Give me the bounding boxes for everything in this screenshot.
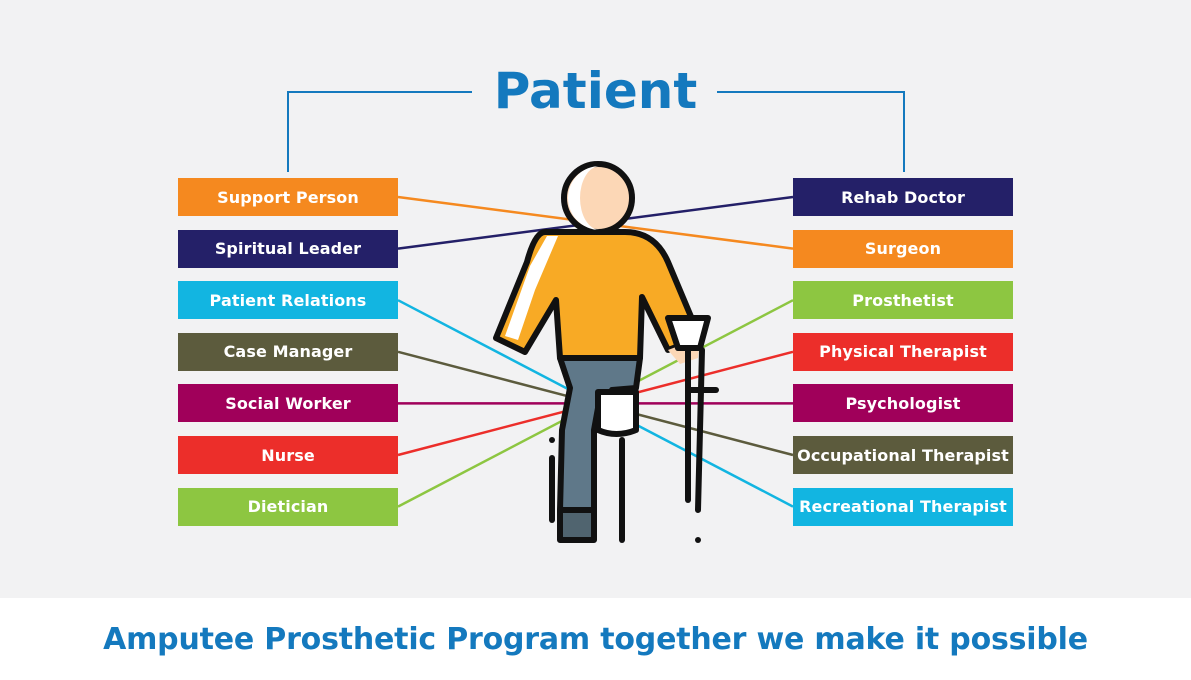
role-box-rehab-doctor: Rehab Doctor — [793, 178, 1013, 216]
role-box-occupational-therapist: Occupational Therapist — [793, 436, 1013, 474]
role-box-support-person: Support Person — [178, 178, 398, 216]
role-box-physical-therapist: Physical Therapist — [793, 332, 1013, 371]
role-box-social-worker: Social Worker — [178, 384, 398, 423]
role-box-prosthetist: Prosthetist — [793, 281, 1013, 320]
role-box-nurse: Nurse — [178, 436, 398, 474]
title-bracket — [287, 91, 905, 172]
footer-banner: Amputee Prosthetic Program together we m… — [0, 598, 1191, 680]
role-box-spiritual-leader: Spiritual Leader — [178, 229, 398, 268]
role-box-psychologist: Psychologist — [793, 384, 1013, 423]
role-box-patient-relations: Patient Relations — [178, 281, 398, 320]
diagram-title: Patient — [493, 62, 698, 120]
role-box-case-manager: Case Manager — [178, 332, 398, 371]
role-box-dietician: Dietician — [178, 487, 398, 526]
amputee-patient-icon — [493, 161, 719, 543]
diagram-svg — [287, 91, 905, 543]
program-tagline: Amputee Prosthetic Program together we m… — [103, 621, 1088, 657]
role-box-surgeon: Surgeon — [793, 229, 1013, 268]
role-box-recreational-therapist: Recreational Therapist — [793, 487, 1013, 526]
